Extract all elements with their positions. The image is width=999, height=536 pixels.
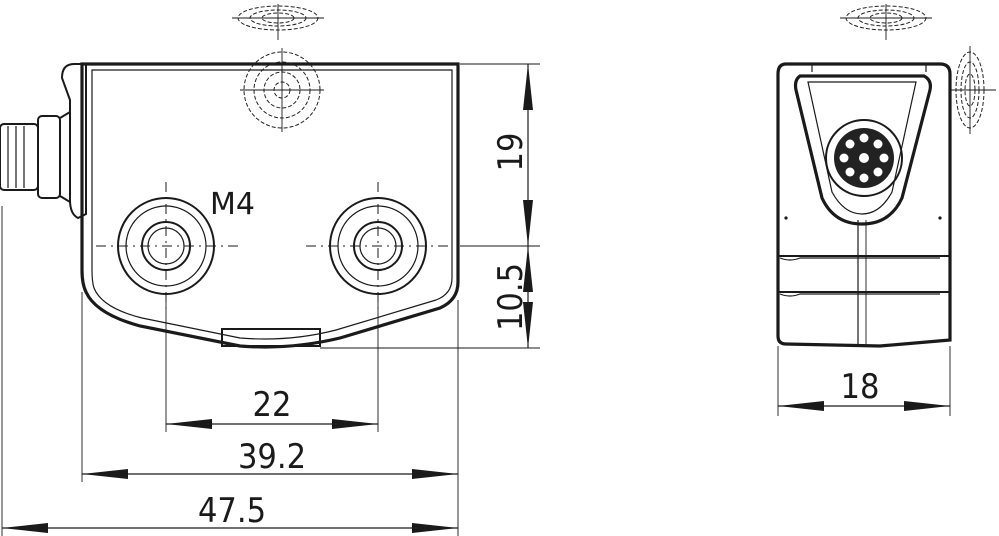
dimension-hole-spacing: 22	[166, 385, 378, 429]
connector-socket	[825, 119, 903, 197]
dimension-height-upper: 19	[491, 64, 533, 246]
connector-recess	[793, 74, 932, 226]
dimension-inner-width: 39.2	[82, 437, 458, 479]
dimension-47-5-label: 47.5	[198, 491, 266, 531]
thread-annotation: M4	[210, 187, 255, 222]
dimension-total-width: 47.5	[2, 491, 458, 533]
dimension-10-5-label: 10.5	[491, 263, 531, 331]
sensing-zone-top-symbol-side	[840, 4, 932, 40]
sensing-zone-side-symbol	[950, 46, 996, 134]
side-housing-outline	[776, 62, 952, 348]
dimension-18-label: 18	[841, 367, 880, 407]
sensing-zone-top-symbol	[232, 4, 324, 40]
sensing-zone-face-symbol	[240, 48, 324, 132]
dimension-22-label: 22	[253, 385, 292, 425]
bottom-tab	[221, 328, 321, 347]
side-view: 18	[776, 4, 996, 416]
dimension-depth: 18	[778, 367, 950, 411]
front-view: M4 19 10.5 22	[0, 4, 540, 536]
dimension-39-2-label: 39.2	[238, 437, 306, 477]
dimension-19-label: 19	[491, 133, 531, 172]
housing-inner-edge	[91, 69, 453, 340]
connector-plug	[0, 110, 71, 204]
housing-outline	[80, 62, 460, 349]
rear-flange	[60, 63, 87, 220]
dimension-height-lower: 10.5	[491, 246, 533, 348]
